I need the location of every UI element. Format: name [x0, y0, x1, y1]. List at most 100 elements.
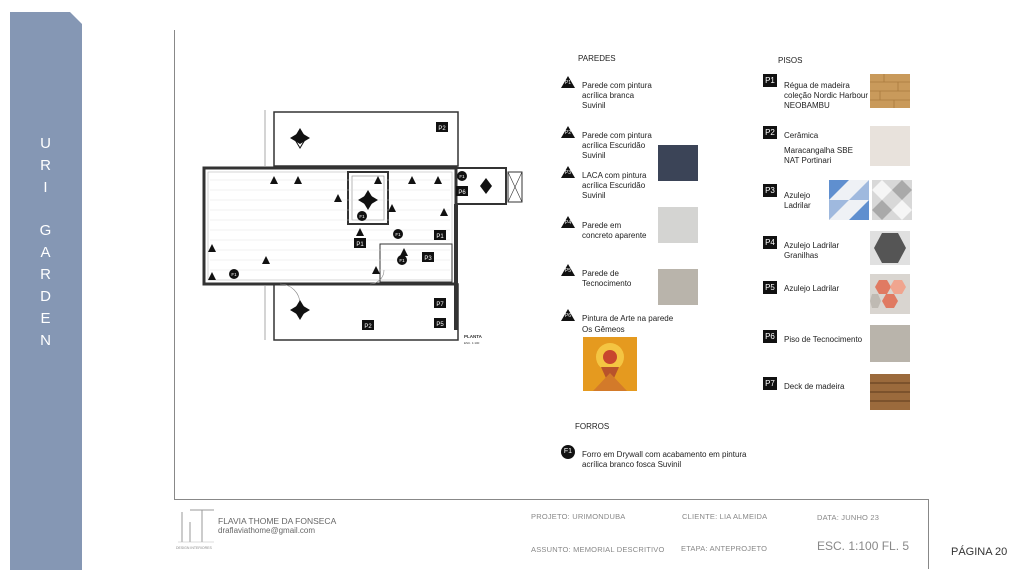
piso-p2-swatch	[870, 126, 910, 166]
parede-p3-text: LACA com pintura acrílica Escuridão Suvi…	[582, 171, 647, 200]
parede-p4-text: Parede em concreto aparente	[582, 221, 647, 240]
parede-p4-swatch	[658, 207, 698, 243]
view-marker-core	[358, 190, 378, 210]
assunto-field: ASSUNTO: MEMORIAL DESCRITIVO	[531, 545, 665, 554]
piso-p5-code: P5	[763, 281, 777, 294]
svg-text:P1: P1	[436, 234, 444, 240]
side-letter-g: G	[39, 222, 53, 239]
frame-left-line	[174, 30, 175, 500]
svg-text:P2: P2	[364, 324, 372, 330]
piso-p4-code: P4	[763, 236, 777, 249]
piso-p7-text: Deck de madeira	[784, 382, 845, 391]
piso-p4-text: Azulejo Ladrilar Granilhas	[784, 241, 840, 260]
side-letter-i: I	[43, 179, 49, 196]
side-letter-r: R	[40, 157, 52, 174]
svg-text:P1: P1	[356, 242, 364, 248]
band-notch	[69, 11, 83, 25]
page-number: PÁGINA 20	[951, 546, 1008, 558]
projeto-field: PROJETO: URIMONDUBA	[531, 512, 626, 521]
pisos-title: PISOS	[778, 56, 803, 65]
plan-label-f1-annex: F1	[457, 171, 467, 181]
piso-p2-code: P2	[763, 126, 777, 139]
parede-p1-code: P1	[564, 80, 572, 86]
plan-scale: ESC. 1:100	[464, 341, 480, 345]
svg-text:P3: P3	[424, 256, 432, 262]
studio-logo	[178, 509, 214, 543]
side-letter-r2: R	[40, 266, 52, 283]
side-title-band: U R I G A R D E N	[10, 11, 83, 570]
parede-p6-code: P6	[564, 313, 572, 319]
side-letter-u: U	[40, 135, 52, 152]
etapa-field: ETAPA: ANTEPROJETO	[681, 544, 768, 553]
parede-p6-marker: P6	[561, 309, 575, 321]
piso-p7-swatch	[870, 374, 910, 410]
side-letter-e: E	[40, 310, 52, 327]
side-letter-n: N	[40, 332, 52, 349]
piso-p6-swatch	[870, 325, 910, 362]
svg-text:P7: P7	[436, 302, 444, 308]
piso-p3-swatch-blue	[829, 180, 869, 220]
forros-title: FORROS	[575, 422, 610, 431]
svg-text:P6: P6	[458, 190, 466, 196]
plan-label-f1-mid: F1	[393, 229, 403, 239]
parede-p4-code: P4	[564, 220, 572, 226]
side-letter-a: A	[40, 244, 52, 261]
plan-label-p1-core: P1	[354, 238, 366, 248]
piso-p2-detail: Maracangalha SBE NAT Portinari	[784, 146, 853, 165]
parede-p3-marker: P3	[561, 166, 575, 178]
floor-plan: P2 P1 P1 P3 P6 P7 P5 P2 F1 F1 F1 F1	[202, 110, 523, 345]
parede-p1-text: Parede com pintura acrílica branca Suvin…	[582, 81, 652, 110]
parede-p2-text: Parede com pintura acrílica Escuridão Su…	[582, 131, 652, 160]
plan-label-p2-top: P2	[436, 122, 448, 132]
art-name-text: Os Gêmeos	[582, 325, 625, 334]
plan-label-p5: P5	[434, 318, 446, 328]
parede-p5-code: P5	[564, 268, 572, 274]
piso-p3-text: Azulejo Ladrilar	[784, 191, 811, 210]
piso-p1-swatch	[870, 74, 910, 108]
svg-text:F1: F1	[399, 258, 405, 263]
plan-label-f1-core: F1	[357, 211, 367, 221]
svg-text:F1: F1	[459, 174, 465, 179]
piso-p4-swatch	[870, 231, 910, 265]
plan-label-p2-bottom: P2	[362, 320, 374, 330]
plan-walls	[202, 110, 523, 341]
svg-text:F1: F1	[231, 272, 237, 277]
svg-text:F1: F1	[359, 214, 365, 219]
wall-markers	[208, 176, 448, 280]
brand-name: FLAVIA THOME DA FONSECA	[218, 516, 337, 526]
parede-p2-marker: P2	[561, 126, 575, 138]
piso-p1-code: P1	[763, 74, 777, 87]
logo-subtitle: DESIGN INTERIORES	[176, 546, 212, 550]
forro-f1-text: Forro em Drywall com acabamento em pintu…	[582, 450, 747, 469]
plan-label-f1-left: F1	[229, 269, 239, 279]
parede-p2-swatch	[658, 145, 698, 181]
piso-p5-swatch	[870, 274, 910, 314]
view-marker-bottom	[290, 300, 310, 320]
piso-p3-swatch-pattern	[872, 180, 912, 220]
cliente-field: CLIENTE: LIA ALMEIDA	[682, 512, 768, 521]
view-marker-annex	[480, 178, 492, 194]
data-field: DATA: JUNHO 23	[817, 513, 880, 522]
plan-label-p1-right: P1	[434, 230, 446, 240]
parede-p5-text: Parede de Tecnocimento	[582, 269, 632, 288]
plan-label-f1-lower: F1	[397, 255, 407, 265]
view-marker-top	[290, 128, 310, 149]
parede-p1-marker: P1	[561, 76, 575, 88]
paredes-title: PAREDES	[578, 54, 616, 63]
parede-p3-code: P3	[564, 170, 572, 176]
frame-right-line	[928, 499, 929, 569]
plan-title: PLANTA	[464, 334, 483, 339]
plan-label-p7: P7	[434, 298, 446, 308]
parede-p2-code: P2	[564, 130, 572, 136]
parede-p6-text: Pintura de Arte na parede	[582, 314, 674, 323]
piso-p3-code: P3	[763, 184, 777, 197]
piso-p6-text: Piso de Tecnocimento	[784, 335, 863, 344]
side-letter-d: D	[40, 288, 52, 305]
plan-label-p6: P6	[456, 186, 468, 196]
piso-p5-text: Azulejo Ladrilar	[784, 284, 840, 293]
parede-p5-marker: P5	[561, 264, 575, 276]
frame-bottom-line	[174, 499, 929, 500]
svg-text:F1: F1	[395, 232, 401, 237]
art-painting-image	[583, 337, 637, 391]
parede-p4-marker: P4	[561, 216, 575, 228]
